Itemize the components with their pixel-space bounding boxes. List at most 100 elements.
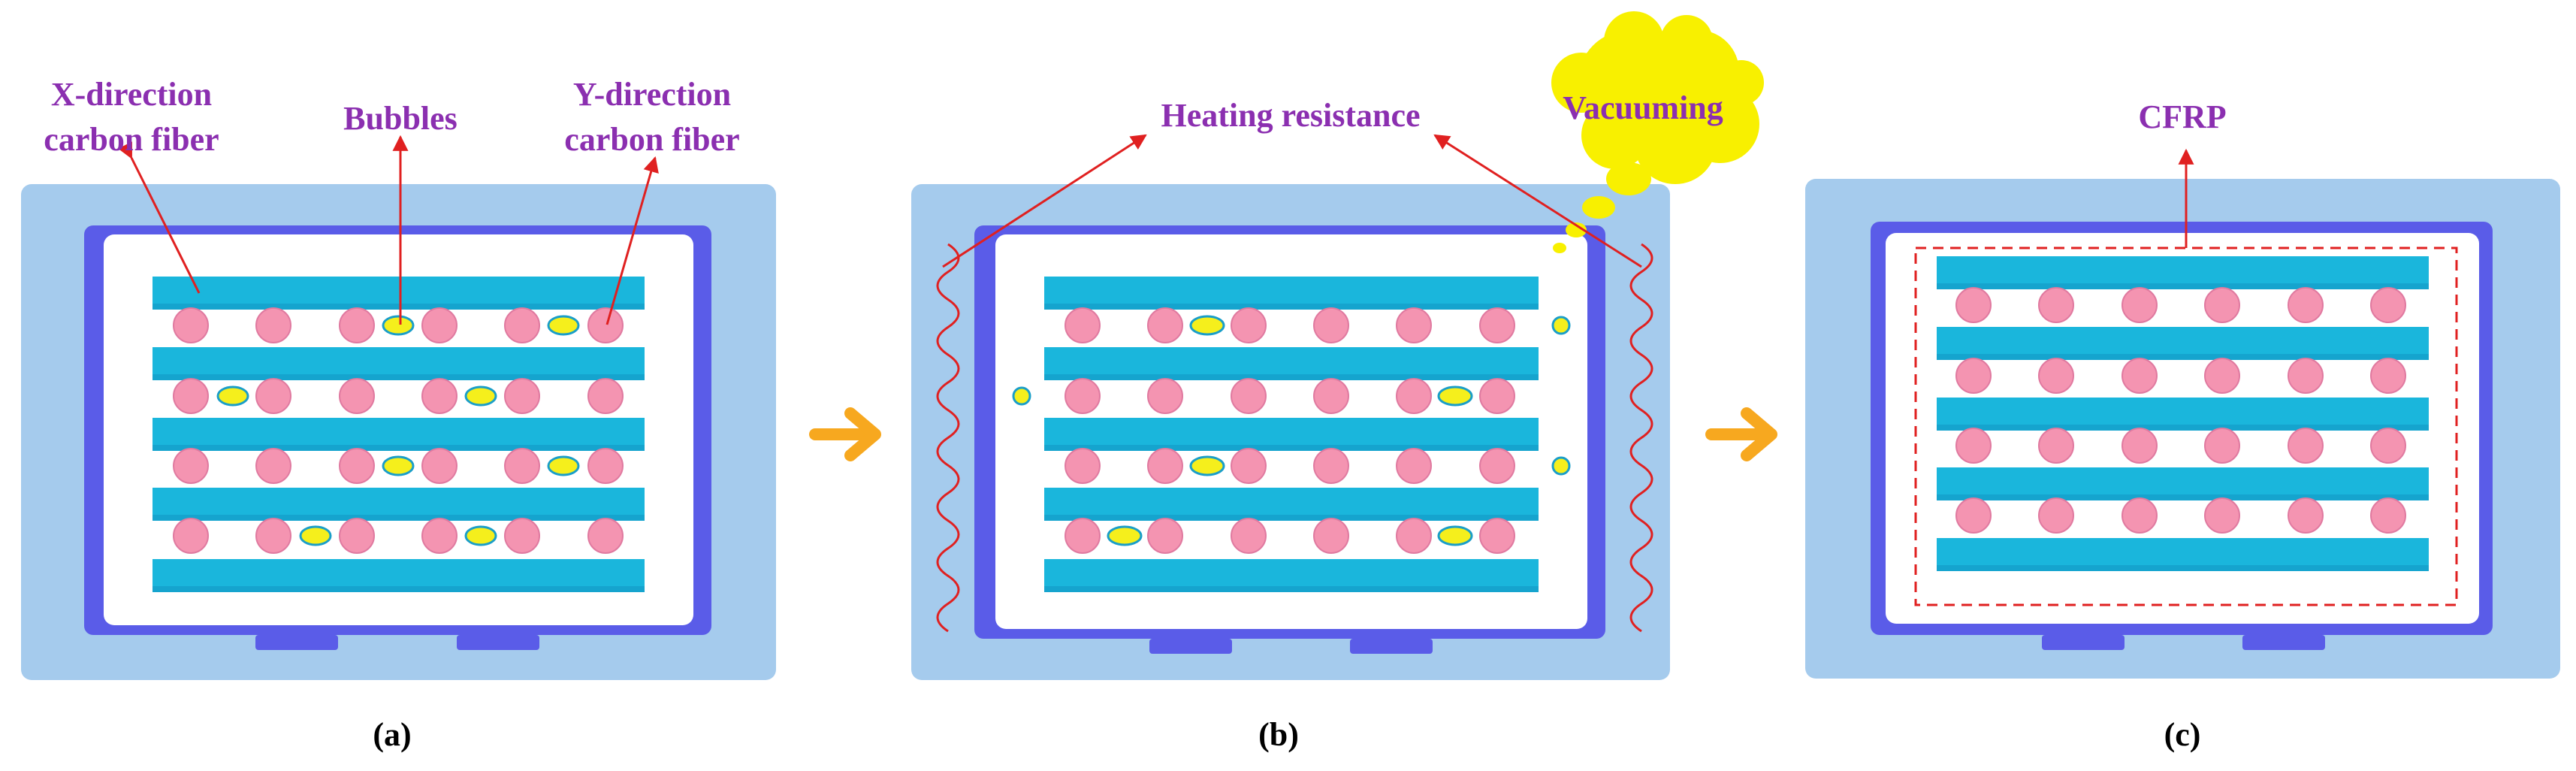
y-fiber-section (173, 448, 209, 484)
mold-foot (2242, 635, 2325, 650)
x-fiber-shade (1044, 445, 1539, 451)
y-fiber-section (587, 307, 624, 343)
y-fiber-section (2038, 287, 2074, 323)
y-fiber-section (1313, 518, 1349, 554)
y-fiber-section (255, 307, 291, 343)
heating-label: Heating resistance (1161, 97, 1420, 134)
pointer-y-fiber (605, 156, 659, 325)
y-fiber-section (1147, 518, 1183, 554)
y-fiber-section (421, 518, 458, 554)
y-fiber-section (1396, 307, 1432, 343)
y-fiber-section (1479, 448, 1515, 484)
y-fiber-section (421, 378, 458, 414)
y-fiber-section (339, 448, 375, 484)
y-fiber-section (1396, 378, 1432, 414)
y-fiber-section (1231, 307, 1267, 343)
pointer-heating-left (942, 134, 1147, 268)
y-fiber-section (1396, 448, 1432, 484)
y-fiber-section (2288, 497, 2324, 534)
y-fiber-section (2370, 497, 2406, 534)
mold-foot (255, 635, 338, 650)
panel-a (21, 184, 776, 680)
x-fiber-shade (1044, 515, 1539, 521)
y-fiber-section (1479, 378, 1515, 414)
x-fiber-bar (1044, 277, 1539, 310)
x-fiber-bar (153, 418, 645, 451)
y-fiber-section (2122, 287, 2158, 323)
bubble (464, 386, 497, 407)
y-fiber-section (1479, 307, 1515, 343)
y-fiber-section (2038, 497, 2074, 534)
y-fiber-section (1065, 378, 1101, 414)
x-fiber-bar (153, 488, 645, 521)
y-fiber-section (339, 518, 375, 554)
x-fiber-shade (1937, 425, 2429, 431)
x-fiber-label-line2: carbon fiber (44, 121, 219, 158)
y-fiber-section (1955, 428, 1992, 464)
x-fiber-bar (1937, 467, 2429, 500)
y-fiber-section (1955, 287, 1992, 323)
caption-c: (c) (2164, 716, 2201, 753)
mold-foot (2042, 635, 2125, 650)
x-fiber-shade (1937, 565, 2429, 571)
y-fiber-section (1065, 307, 1101, 343)
x-fiber-bar (153, 277, 645, 310)
y-fiber-section (1231, 378, 1267, 414)
process-arrow-1-icon (809, 407, 881, 461)
y-fiber-section (255, 378, 291, 414)
x-fiber-shade (153, 586, 645, 592)
panel-b (911, 184, 1670, 680)
caption-b: (b) (1258, 716, 1299, 753)
y-fiber-section (339, 378, 375, 414)
y-fiber-section (1147, 378, 1183, 414)
y-fiber-section (504, 518, 540, 554)
vacuuming-label: Vacuuming (1563, 89, 1723, 126)
y-fiber-section (1313, 307, 1349, 343)
x-fiber-shade (1937, 494, 2429, 500)
bubble (1437, 525, 1473, 546)
y-fiber-section (2288, 287, 2324, 323)
x-fiber-shade (153, 515, 645, 521)
y-fiber-section (1231, 448, 1267, 484)
x-fiber-bar (1044, 559, 1539, 592)
bubble (547, 455, 580, 476)
y-fiber-section (2370, 358, 2406, 394)
bubble (1551, 456, 1571, 476)
bubble (1189, 315, 1225, 336)
x-fiber-shade (1044, 586, 1539, 592)
y-fiber-section (1313, 448, 1349, 484)
x-fiber-shade (1937, 354, 2429, 360)
mold-foot (457, 635, 539, 650)
y-fiber-section (587, 378, 624, 414)
y-fiber-section (2204, 428, 2240, 464)
x-fiber-shade (153, 445, 645, 451)
bubble (216, 386, 249, 407)
y-fiber-section (173, 307, 209, 343)
x-fiber-shade (153, 374, 645, 380)
y-fiber-section (2122, 428, 2158, 464)
y-fiber-section (1231, 518, 1267, 554)
x-fiber-bar (1044, 347, 1539, 380)
mold-foot (1350, 639, 1433, 654)
bubble (1189, 455, 1225, 476)
cfrp-outline (1914, 246, 2458, 606)
bubble (1551, 316, 1571, 335)
y-fiber-section (2204, 358, 2240, 394)
y-fiber-section (2204, 287, 2240, 323)
y-fiber-section (2122, 497, 2158, 534)
y-fiber-section (421, 448, 458, 484)
y-fiber-section (1955, 497, 1992, 534)
y-fiber-section (504, 307, 540, 343)
bubbles-label: Bubbles (343, 100, 458, 137)
bubble (547, 315, 580, 336)
y-fiber-section (255, 448, 291, 484)
x-fiber-bar (1937, 538, 2429, 571)
y-fiber-section (173, 518, 209, 554)
x-fiber-shade (1044, 304, 1539, 310)
y-fiber-section (504, 378, 540, 414)
bubble (1107, 525, 1143, 546)
vacuum-cloud-icon (1551, 11, 1764, 253)
y-fiber-label-line1: Y-direction (573, 76, 731, 113)
x-fiber-bar (1044, 488, 1539, 521)
